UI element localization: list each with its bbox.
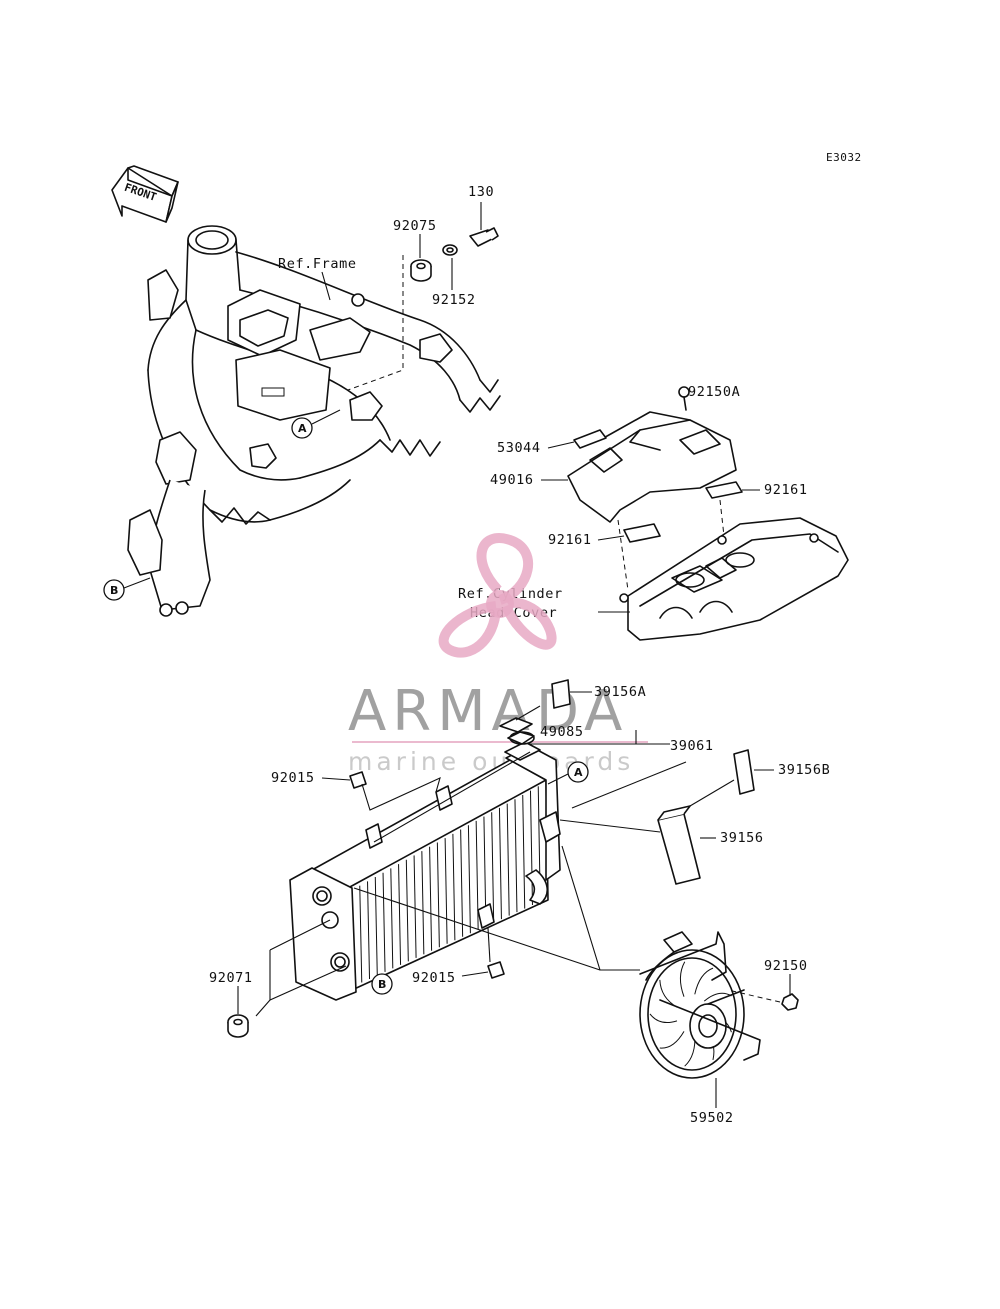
radiator-fin — [390, 868, 394, 969]
label-92161-right: 92161 — [764, 482, 808, 498]
part-49085-cap — [499, 717, 535, 745]
label-92161-left: 92161 — [548, 532, 592, 548]
ref-marker-a-radiator-text: A — [574, 766, 583, 779]
ref-marker-b-frame-text: B — [110, 584, 118, 597]
label-92150: 92150 — [764, 958, 808, 974]
label-92150A: 92150A — [688, 384, 740, 400]
radiator-fin — [374, 877, 378, 976]
label-39061: 39061 — [670, 738, 714, 754]
watermark-logo-icon — [438, 533, 557, 658]
part-92015-bottom-clip — [487, 961, 505, 979]
label-59502: 59502 — [690, 1110, 734, 1126]
radiator-fin — [467, 825, 471, 934]
ref-marker-b-frame — [103, 579, 125, 601]
fan-blade — [659, 1031, 685, 1049]
part-92152-collar — [442, 244, 458, 256]
ref-frame-label: Ref.Frame — [278, 256, 357, 272]
fan-blade — [649, 1013, 678, 1023]
part-39156A-pad — [551, 679, 571, 709]
radiator-fin — [359, 885, 363, 983]
label-92075: 92075 — [393, 218, 437, 234]
frame-assembly — [127, 225, 501, 617]
label-39156B: 39156B — [778, 762, 830, 778]
radiator-fin — [421, 851, 425, 955]
label-92152: 92152 — [432, 292, 476, 308]
ref-marker-a-frame — [291, 417, 313, 439]
radiator-fin — [398, 864, 402, 965]
radiator-fin — [405, 859, 409, 962]
cylinder-head-cover — [619, 517, 849, 641]
radiator-fin — [522, 794, 526, 909]
label-49085: 49085 — [540, 724, 584, 740]
label-92071: 92071 — [209, 970, 253, 986]
ref-marker-b-radiator — [371, 973, 393, 995]
label-130: 130 — [468, 184, 494, 200]
label-92015-top: 92015 — [271, 770, 315, 786]
watermark-brand: ARMADA — [348, 679, 628, 744]
ref-marker-a-frame-text: A — [298, 422, 307, 435]
part-59502-fan — [639, 931, 761, 1079]
radiator-fin — [367, 881, 371, 979]
front-arrow-icon: FRONT — [111, 165, 179, 223]
fan-blade — [694, 967, 714, 995]
part-39156B-pad — [733, 749, 755, 795]
label-49016: 49016 — [490, 472, 534, 488]
radiator-fin — [382, 872, 386, 972]
part-130-bolt — [469, 227, 499, 247]
ref-marker-b-radiator-text: B — [378, 978, 386, 991]
radiator-fin — [444, 838, 448, 944]
radiator-fin — [491, 812, 495, 923]
part-39156-pad — [657, 805, 701, 885]
radiator-fin — [514, 799, 518, 913]
ref-marker-a-radiator — [567, 761, 589, 783]
label-92015-bottom: 92015 — [412, 970, 456, 986]
radiator-fin — [460, 829, 464, 937]
part-49016-cover — [567, 411, 737, 523]
radiator-fin — [506, 803, 510, 916]
part-92015-top-clip — [349, 771, 367, 789]
radiator-fin — [429, 846, 433, 951]
radiator-fin — [498, 807, 502, 920]
part-92161-right-pad — [705, 481, 743, 499]
part-92071-grommet — [227, 1014, 249, 1038]
radiator-fin — [436, 842, 440, 948]
radiator-fin — [452, 833, 456, 941]
part-92150A-bolt — [678, 386, 690, 411]
label-39156A: 39156A — [594, 684, 646, 700]
label-53044: 53044 — [497, 440, 541, 456]
part-92161-left-pad — [623, 523, 661, 543]
label-39156: 39156 — [720, 830, 764, 846]
radiator-fin — [413, 855, 417, 958]
part-92075-grommet — [410, 259, 432, 282]
diagram-code: E3032 — [826, 151, 862, 164]
fan-blade — [679, 961, 686, 997]
part-92150-nut — [781, 993, 799, 1011]
radiator-fin — [529, 790, 533, 906]
part-53044-pad — [573, 429, 607, 449]
